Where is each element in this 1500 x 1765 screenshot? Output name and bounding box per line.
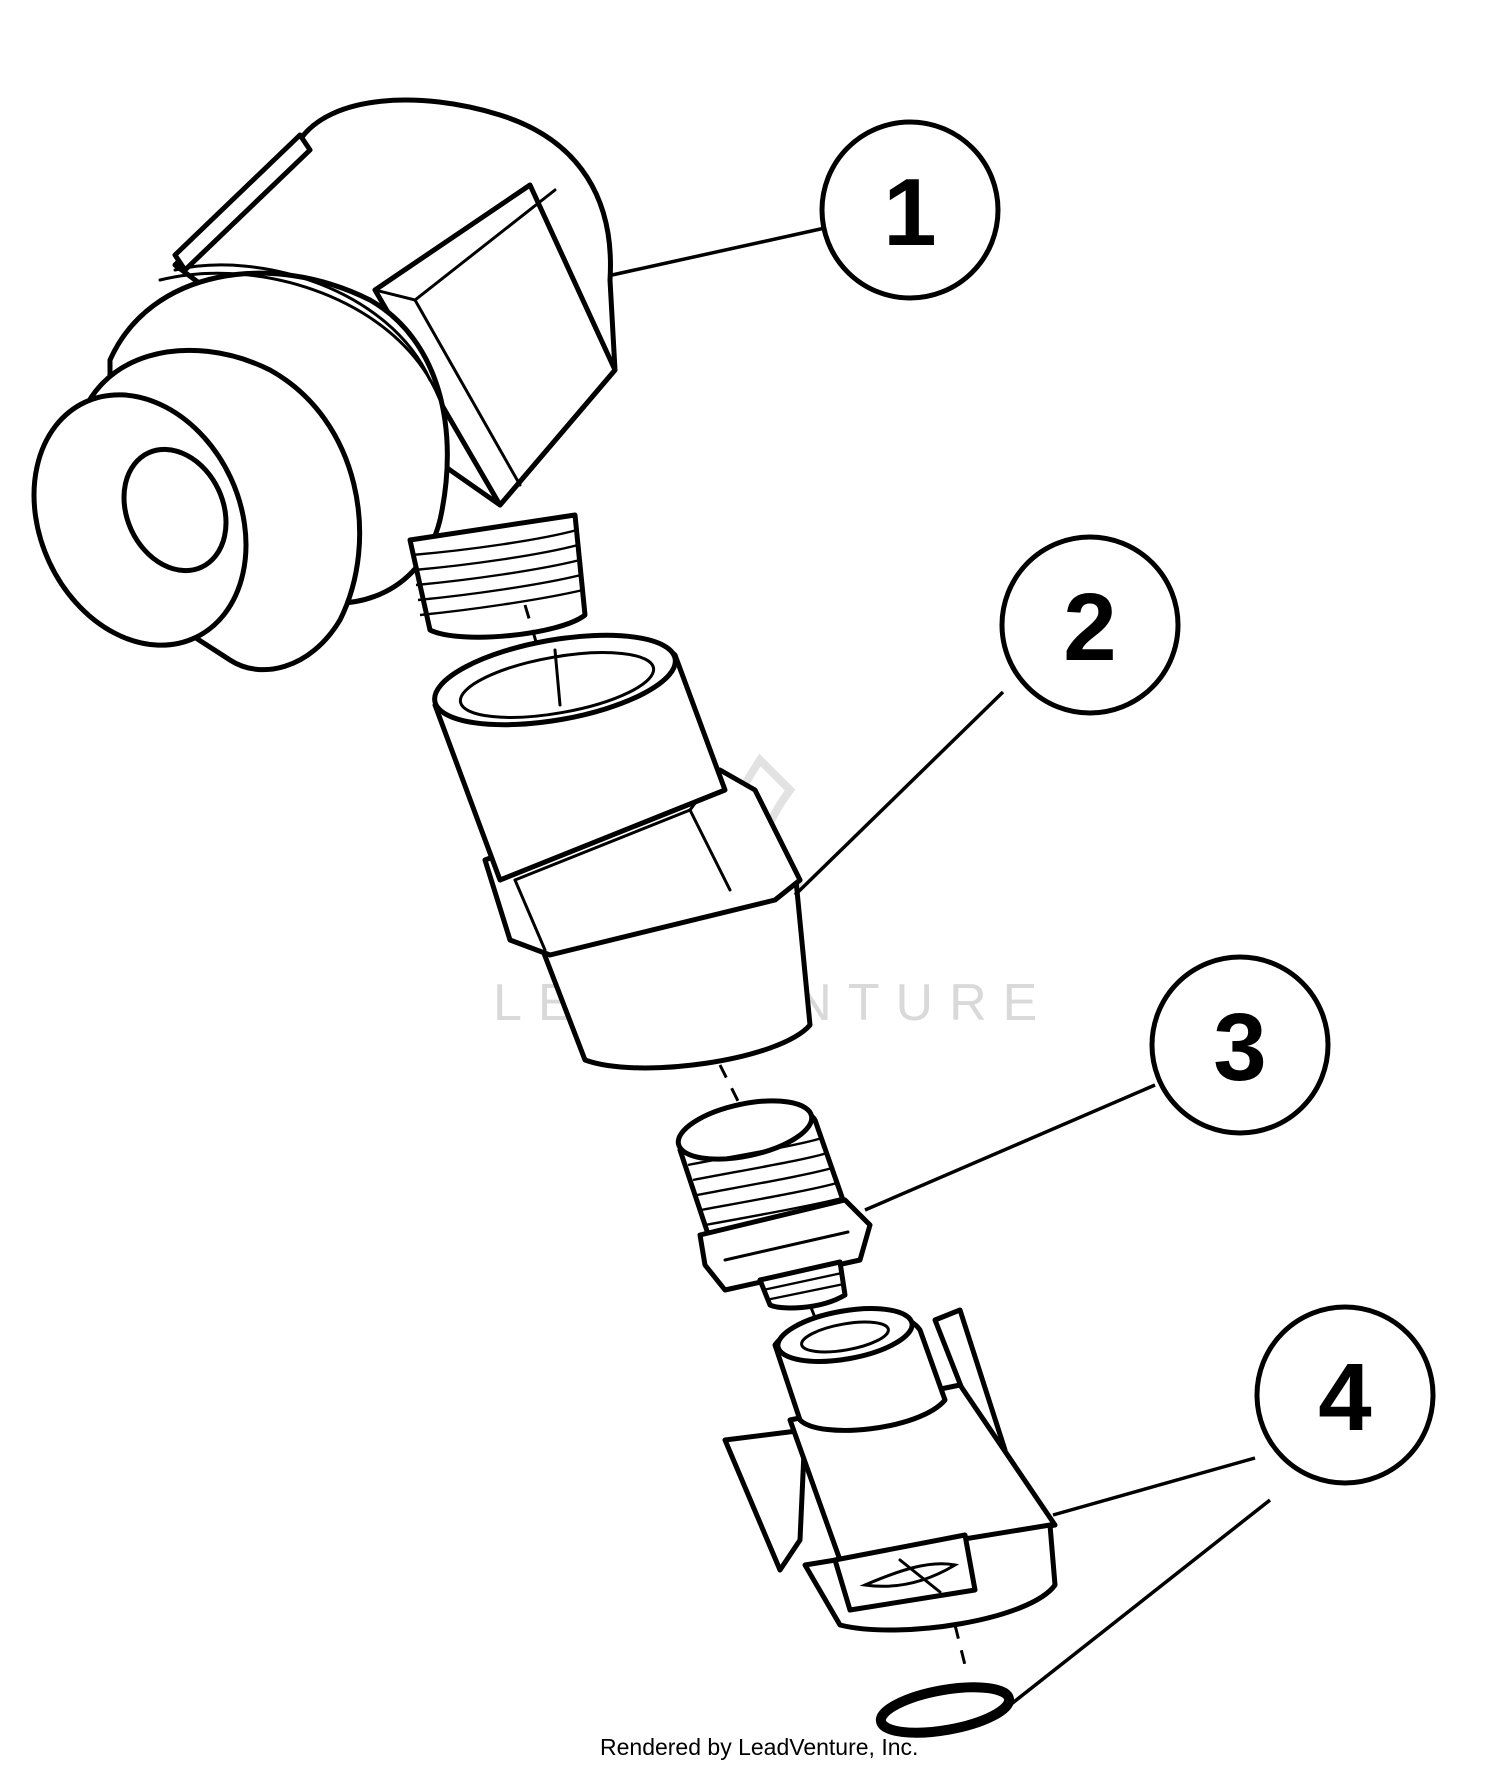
credit-text: Rendered by LeadVenture, Inc.: [600, 1734, 918, 1760]
part-1-elbow-fitting: [31, 97, 618, 673]
callout-1-number: 1: [883, 159, 936, 266]
leader-line-2: [793, 690, 1005, 897]
leader-line-4b: [1008, 1498, 1272, 1707]
callout-4-number: 4: [1318, 1344, 1371, 1451]
part-2-hex-coupling: [432, 632, 813, 1071]
leader-line-3: [864, 1083, 1156, 1212]
callout-3: 3: [1149, 954, 1331, 1136]
leader-line-4a: [1052, 1456, 1256, 1517]
callout-4: 4: [1254, 1304, 1436, 1486]
callout-1: 1: [819, 119, 1001, 301]
callout-2: 2: [999, 534, 1181, 716]
part-4-nozzle-cap: [722, 1306, 1058, 1633]
assembly-axis-1-2: [523, 604, 542, 656]
leader-line-1: [611, 226, 826, 277]
callout-3-number: 3: [1213, 994, 1266, 1101]
assembly-axis-2-3: [718, 1064, 747, 1116]
callout-2-number: 2: [1063, 574, 1116, 681]
part-3-threaded-nipple: [675, 1098, 873, 1311]
part-4-o-ring: [875, 1682, 1015, 1738]
assembly-axis-4-oring: [953, 1624, 967, 1666]
